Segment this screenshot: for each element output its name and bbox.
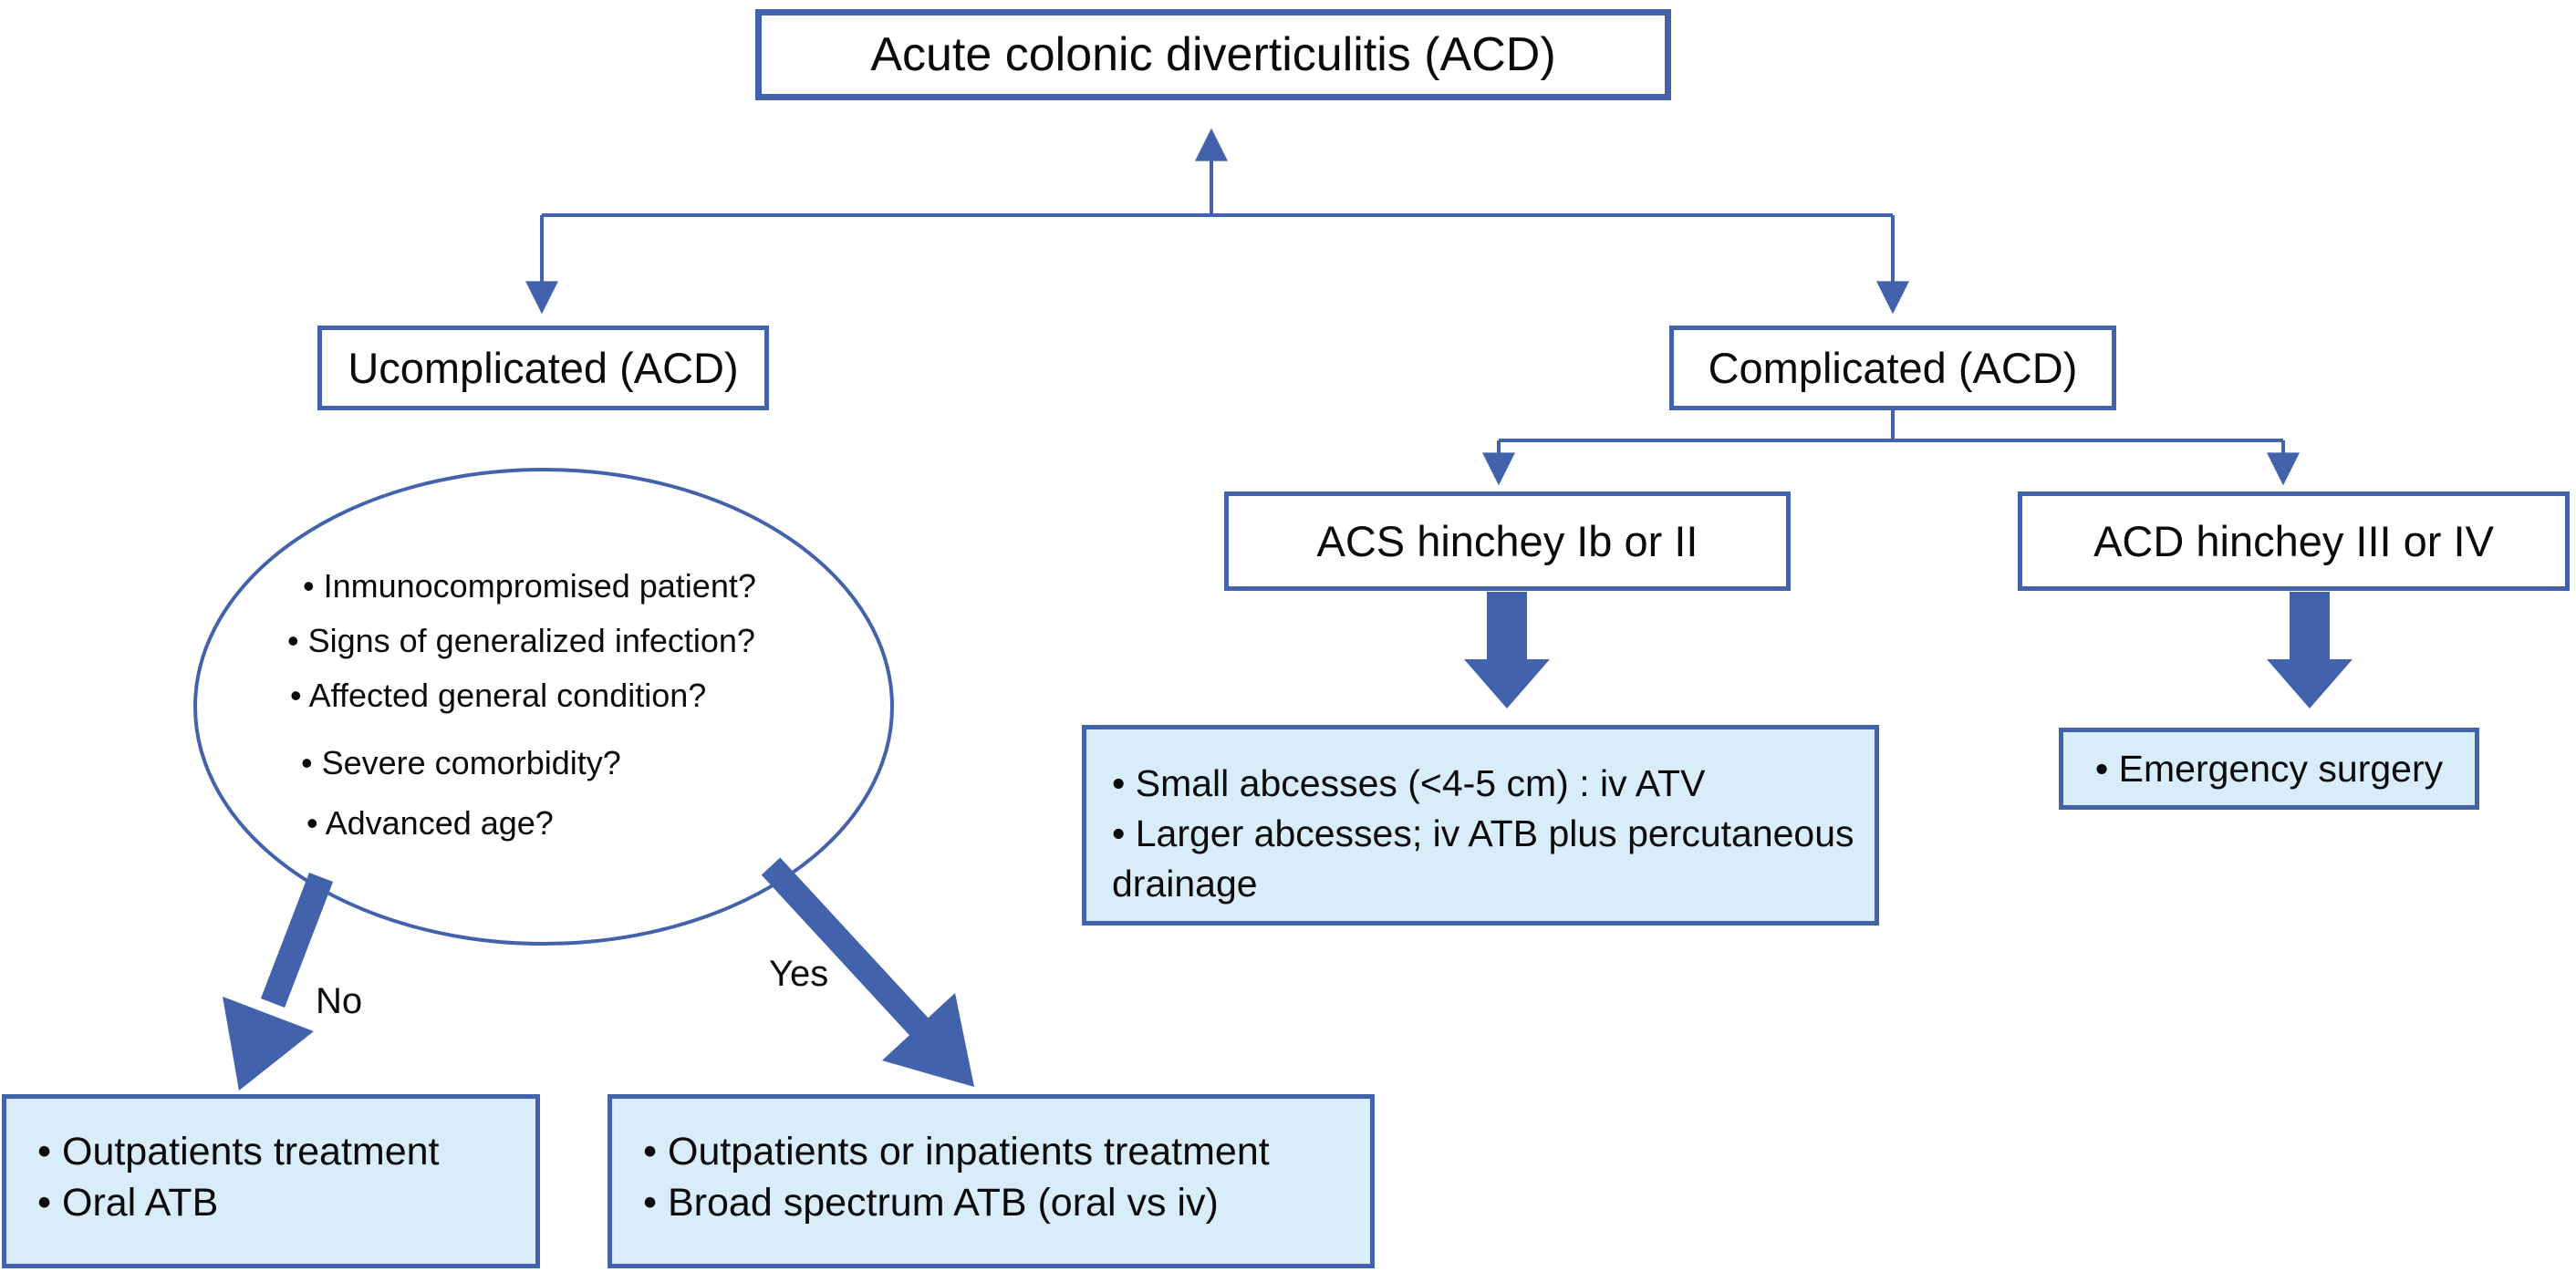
block-arrow-to-abscess-treatment <box>1464 592 1550 708</box>
no-arrow-head <box>223 997 314 1091</box>
node-acd-hinchey: ACD hinchey III or IV <box>2018 491 2570 591</box>
node-outpatient-treatment: • Outpatients treatment • Oral ATB <box>2 1094 540 1268</box>
criteria-line: • Advanced age? <box>306 804 554 842</box>
block-arrow-to-emergency-surgery <box>2267 592 2353 708</box>
criteria-ellipse-outline <box>193 468 894 946</box>
node-broad-spectrum-treatment: • Outpatients or inpatients treatment • … <box>608 1094 1375 1268</box>
node-acs-hinchey: ACS hinchey Ib or II <box>1224 491 1791 591</box>
edge-label-yes: Yes <box>769 954 829 994</box>
node-complicated: Complicated (ACD) <box>1669 326 2116 410</box>
node-acs-hinchey-label: ACS hinchey Ib or II <box>1316 517 1698 565</box>
outpatient-treatment-line: • Outpatients treatment <box>37 1130 440 1174</box>
criteria-line: • Inmunocompromised patient? <box>303 567 756 605</box>
criteria-line: • Affected general condition? <box>290 677 707 714</box>
yes-arrow-shaft <box>761 857 933 1040</box>
node-abscess-treatment: • Small abcesses (<4-5 cm) : iv ATV • La… <box>1082 725 1879 926</box>
node-complicated-label: Complicated (ACD) <box>1708 344 2078 392</box>
node-emergency-surgery-label: • Emergency surgery <box>2094 747 2444 790</box>
node-acd-hinchey-label: ACD hinchey III or IV <box>2093 517 2494 565</box>
abscess-treatment-line: • Larger abcesses; iv ATB plus percutane… <box>1112 812 1854 854</box>
yes-arrow-head <box>882 993 974 1087</box>
criteria-line: • Severe comorbidity? <box>301 744 621 781</box>
node-emergency-surgery: • Emergency surgery <box>2059 728 2479 810</box>
edge-label-no: No <box>316 981 363 1021</box>
node-uncomplicated-label: Ucomplicated (ACD) <box>348 344 739 392</box>
outpatient-treatment-line: • Oral ATB <box>37 1181 219 1225</box>
broad-spectrum-treatment-line: • Outpatients or inpatients treatment <box>643 1130 1270 1174</box>
node-uncomplicated: Ucomplicated (ACD) <box>317 326 769 410</box>
abscess-treatment-line: drainage <box>1112 863 1258 905</box>
node-title-label: Acute colonic diverticulitis (ACD) <box>870 28 1556 81</box>
broad-spectrum-treatment-line: • Broad spectrum ATB (oral vs iv) <box>643 1181 1219 1225</box>
node-title: Acute colonic diverticulitis (ACD) <box>755 9 1671 100</box>
abscess-treatment-line: • Small abcesses (<4-5 cm) : iv ATV <box>1112 762 1706 804</box>
no-arrow-shaft <box>260 872 334 1008</box>
criteria-line: • Signs of generalized infection? <box>287 622 755 659</box>
